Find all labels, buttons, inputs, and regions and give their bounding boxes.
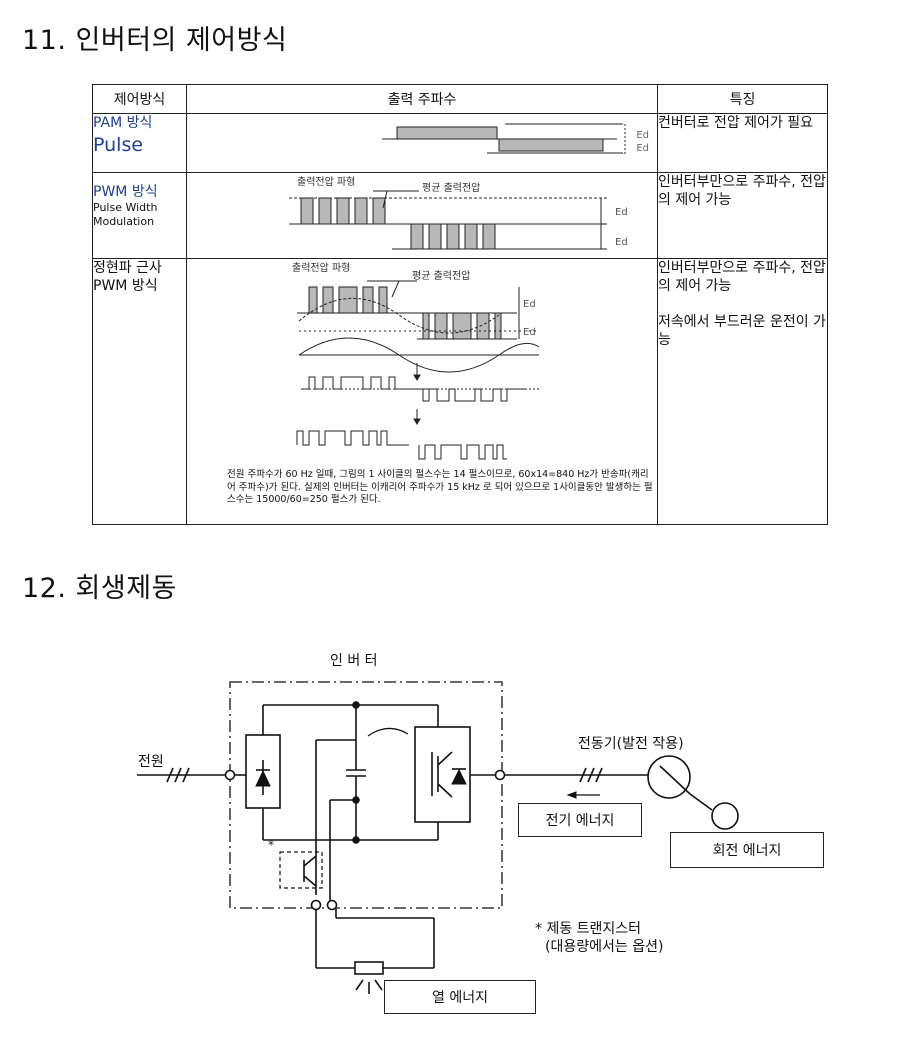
sine-output-voltage-label: 출력전압 파형 [292, 261, 350, 274]
table-row-pam: PAM 방식 Pulse Ed Ed 컨버터로 전압 제어가 필요 [92, 113, 828, 173]
brake-transistor-box [279, 851, 323, 889]
motor-circle [647, 755, 691, 799]
pwm-avg-voltage-label: 평균 출력전압 [422, 181, 480, 194]
header-method: 제어방식 [92, 84, 187, 114]
pwm-output-voltage-label: 출력전압 파형 [297, 175, 355, 188]
section-title-regenerative-braking: 12. 회생제동 [22, 573, 177, 604]
pwm-ed-label-top: Ed [615, 207, 628, 218]
method-label-pam: PAM 방식 [93, 115, 153, 131]
header-feature: 특징 [657, 84, 828, 114]
rotational-energy-box: 회전 에너지 [670, 832, 824, 868]
table-row-pwm: PWM 방식 Pulse Width Modulation 출력전압 파형 평균… [92, 172, 828, 259]
pam-ed-label-top: Ed [636, 130, 649, 141]
sine-ed-label-top: Ed [523, 299, 536, 310]
pam-ed-label-bottom: Ed [636, 143, 649, 154]
feature-sine-pwm-2: 저속에서 부드러운 운전이 가능 [658, 314, 826, 348]
method-sub-pwm: Pulse Width Modulation [93, 201, 158, 228]
header-output-frequency: 출력 주파수 [186, 84, 658, 114]
table-row-sine-pwm: 정현파 근사 PWM 방식 출력전압 파형 평균 출력전압 [92, 258, 828, 525]
rotational-energy-label: 회전 에너지 [712, 843, 782, 859]
pwm-waveform-cell: 출력전압 파형 평균 출력전압 [186, 172, 658, 259]
pwm-waveform: 출력전압 파형 평균 출력전압 [289, 175, 628, 250]
power-label: 전원 [138, 754, 164, 770]
brake-transistor-note: * 제동 트랜지스터 [535, 921, 642, 937]
electric-energy-box: 전기 에너지 [518, 803, 642, 837]
motor-label: 전동기(발전 작용) [578, 736, 684, 752]
control-method-table: 제어방식 출력 주파수 특징 PAM 방식 Pulse Ed Ed 컨버 [92, 84, 828, 525]
feature-cell-pwm: 인버터부만으로 주파수, 전압의 제어 가능 [657, 172, 828, 259]
method-sub-pam: Pulse [93, 134, 144, 156]
sine-pwm-waveform-cell: 출력전압 파형 평균 출력전압 [186, 258, 658, 525]
pam-waveform: Ed Ed [382, 123, 649, 154]
table-header-row: 제어방식 출력 주파수 특징 [92, 84, 828, 114]
feature-sine-pwm-1: 인버터부만으로 주파수, 전압의 제어 가능 [658, 260, 826, 294]
brake-asterisk: * [268, 838, 274, 852]
carrier-frequency-note: 전원 주파수가 60 Hz 일때, 그림의 1 사이클의 펄스수는 14 펄스이… [227, 469, 653, 505]
sine-pwm-waveform: 출력전압 파형 평균 출력전압 [292, 261, 540, 460]
feature-cell-pam: 컨버터로 전압 제어가 필요 [657, 113, 828, 173]
method-cell-sine-pwm: 정현파 근사 PWM 방식 [92, 258, 187, 525]
section-title-inverter-control: 11. 인버터의 제어방식 [22, 25, 288, 56]
pwm-ed-label-bottom: Ed [615, 237, 628, 248]
sine-ed-label-bottom: Ed [523, 327, 536, 338]
inverter-label: 인 버 터 [330, 653, 378, 669]
heat-energy-box: 열 에너지 [384, 980, 536, 1014]
flywheel-circle [711, 802, 739, 830]
electric-energy-label: 전기 에너지 [545, 813, 615, 829]
pam-waveform-cell: Ed Ed [186, 113, 658, 173]
method-cell-pwm: PWM 방식 Pulse Width Modulation [92, 172, 187, 259]
sine-avg-voltage-label: 평균 출력전압 [412, 269, 470, 282]
brake-transistor-option-note: (대용량에서는 옵션) [545, 939, 664, 955]
method-label-pwm: PWM 방식 [93, 184, 158, 200]
feature-cell-sine-pwm: 인버터부만으로 주파수, 전압의 제어 가능 저속에서 부드러운 운전이 가능 [657, 258, 828, 525]
heat-energy-label: 열 에너지 [432, 990, 488, 1006]
inverter-boundary [229, 681, 503, 909]
brake-resistor [354, 961, 384, 975]
